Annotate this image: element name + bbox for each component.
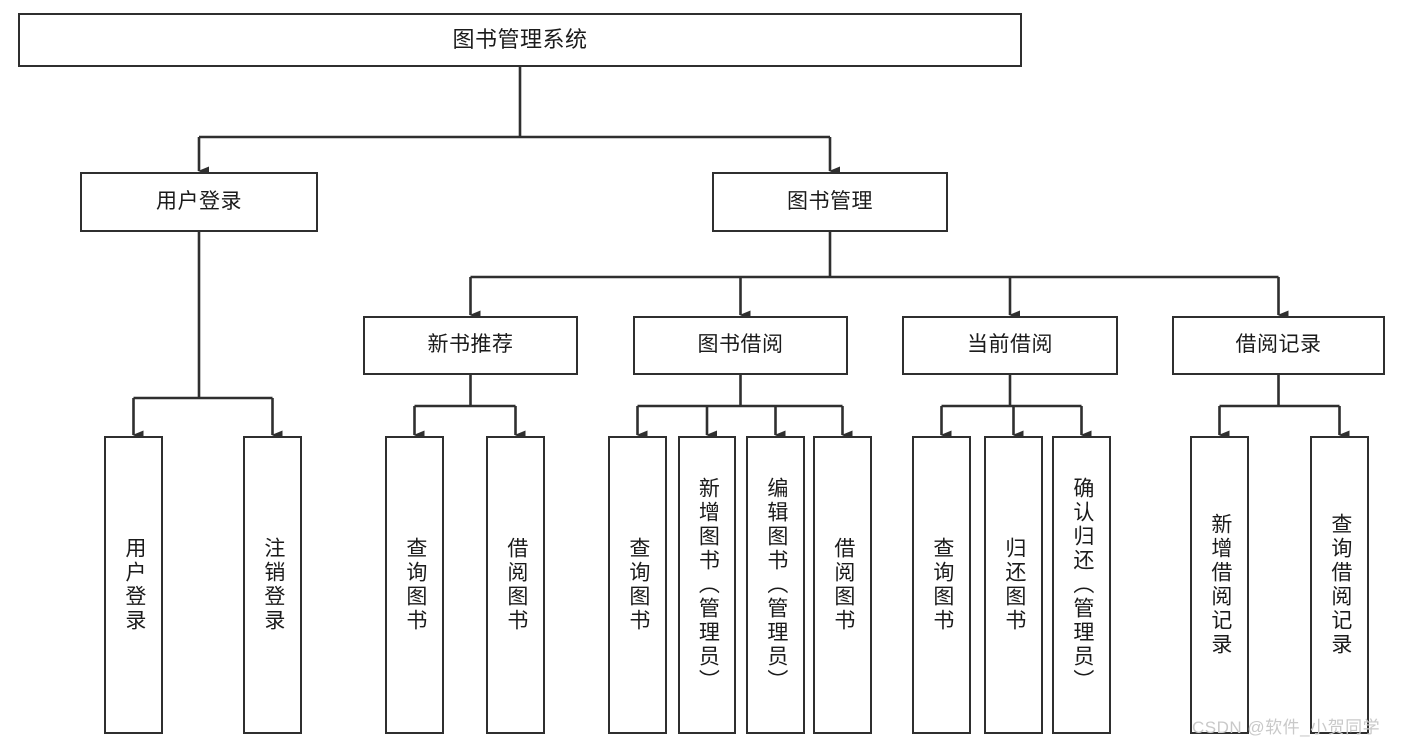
node-label: 借阅图书 xyxy=(504,537,528,633)
node-label: 图书管理系统 xyxy=(452,27,588,53)
node-label: 当前借阅 xyxy=(967,333,1053,357)
node-label: 编辑图书（管理员） xyxy=(764,477,788,693)
node-l3c[interactable]: 当前借阅 xyxy=(902,316,1118,375)
node-l4e2[interactable]: 查询借阅记录 xyxy=(1310,436,1369,734)
node-label: 借阅图书 xyxy=(831,537,855,633)
node-l4d1[interactable]: 查询图书 xyxy=(912,436,971,734)
node-l4c1[interactable]: 查询图书 xyxy=(608,436,667,734)
node-label: 查询图书 xyxy=(930,537,954,633)
node-l3a[interactable]: 新书推荐 xyxy=(363,316,578,375)
node-label: 用户登录 xyxy=(156,189,242,213)
node-label: 借阅记录 xyxy=(1235,333,1322,357)
node-label: 图书管理 xyxy=(787,189,873,213)
node-l4e1[interactable]: 新增借阅记录 xyxy=(1190,436,1249,734)
node-root[interactable]: 图书管理系统 xyxy=(18,13,1022,67)
node-label: 新增图书（管理员） xyxy=(696,477,720,693)
node-label: 新书推荐 xyxy=(427,333,514,357)
node-label: 图书借阅 xyxy=(697,333,784,357)
node-l4c4[interactable]: 借阅图书 xyxy=(813,436,872,734)
node-l3d[interactable]: 借阅记录 xyxy=(1172,316,1385,375)
node-l4a1[interactable]: 用户登录 xyxy=(104,436,163,734)
node-l2b[interactable]: 图书管理 xyxy=(712,172,948,232)
node-l4d3[interactable]: 确认归还（管理员） xyxy=(1052,436,1111,734)
node-l4c2[interactable]: 新增图书（管理员） xyxy=(678,436,736,734)
node-l4b1[interactable]: 查询图书 xyxy=(385,436,444,734)
node-label: 归还图书 xyxy=(1002,537,1026,633)
node-l4b2[interactable]: 借阅图书 xyxy=(486,436,545,734)
node-label: 查询图书 xyxy=(403,537,427,633)
node-l4a2[interactable]: 注销登录 xyxy=(243,436,302,734)
node-l3b[interactable]: 图书借阅 xyxy=(633,316,848,375)
node-l4c3[interactable]: 编辑图书（管理员） xyxy=(746,436,805,734)
node-label: 确认归还（管理员） xyxy=(1070,477,1094,693)
node-label: 查询图书 xyxy=(626,537,650,633)
node-l4d2[interactable]: 归还图书 xyxy=(984,436,1043,734)
node-label: 新增借阅记录 xyxy=(1208,513,1232,657)
node-l2a[interactable]: 用户登录 xyxy=(80,172,318,232)
node-label: 注销登录 xyxy=(261,537,285,633)
node-label: 查询借阅记录 xyxy=(1328,513,1352,657)
node-label: 用户登录 xyxy=(122,537,146,633)
